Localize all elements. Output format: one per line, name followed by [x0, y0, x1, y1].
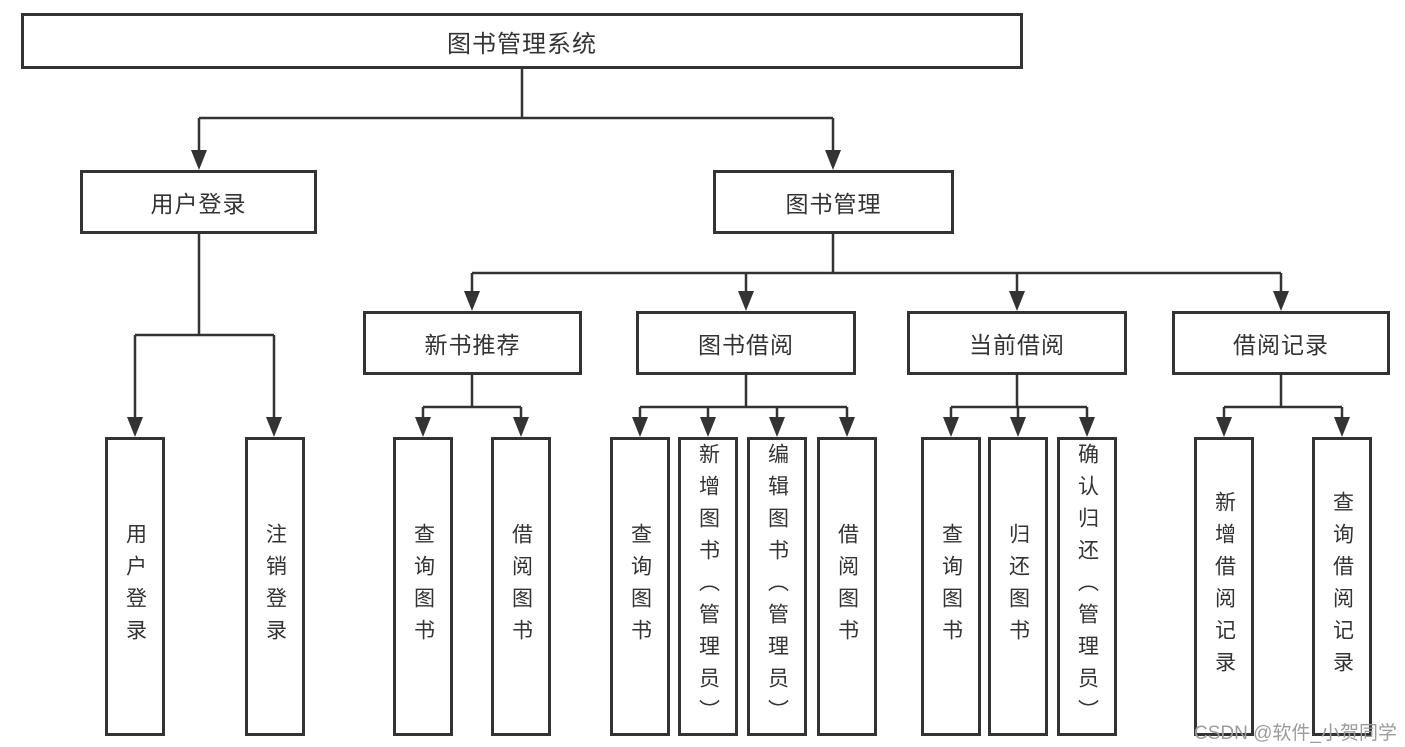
- leaf-current-confirm-admin-label: 确认归还（管理员）: [1075, 442, 1099, 731]
- leaf-borrow-query: 查询图书: [610, 437, 670, 736]
- node-new-book-recommend: 新书推荐: [363, 311, 582, 375]
- leaf-logout: 注销登录: [245, 437, 305, 736]
- node-current-borrow: 当前借阅: [907, 311, 1127, 375]
- node-borrow-records: 借阅记录: [1172, 311, 1390, 375]
- leaf-borrow-edit-admin: 编辑图书（管理员）: [747, 437, 807, 736]
- node-root-label: 图书管理系统: [447, 30, 597, 58]
- node-borrow-records-label: 借阅记录: [1233, 332, 1329, 358]
- leaf-newbook-borrow: 借阅图书: [491, 437, 551, 736]
- csdn-watermark: CSDN @软件_小贺同学: [1194, 723, 1397, 744]
- leaf-newbook-borrow-label: 借阅图书: [509, 522, 533, 651]
- leaf-records-add-label: 新增借阅记录: [1212, 490, 1236, 683]
- leaf-current-query: 查询图书: [921, 437, 981, 736]
- node-user-login: 用户登录: [80, 170, 317, 234]
- leaf-borrow-edit-admin-label: 编辑图书（管理员）: [765, 442, 789, 731]
- leaf-current-return-label: 归还图书: [1006, 522, 1030, 651]
- node-book-management: 图书管理: [713, 170, 954, 234]
- leaf-borrow-query-label: 查询图书: [628, 522, 652, 651]
- node-root: 图书管理系统: [21, 13, 1023, 69]
- node-new-book-recommend-label: 新书推荐: [424, 332, 521, 358]
- leaf-borrow-add-admin-label: 新增图书（管理员）: [696, 442, 720, 731]
- node-book-borrow: 图书借阅: [636, 311, 856, 375]
- leaf-borrow-book-label: 借阅图书: [835, 522, 859, 651]
- leaf-current-confirm-admin: 确认归还（管理员）: [1057, 437, 1117, 736]
- arrowheads: [127, 150, 1350, 437]
- node-current-borrow-label: 当前借阅: [969, 332, 1065, 358]
- leaf-records-add: 新增借阅记录: [1194, 437, 1254, 736]
- leaf-borrow-book: 借阅图书: [817, 437, 877, 736]
- leaf-newbook-query-label: 查询图书: [411, 522, 435, 651]
- node-book-management-label: 图书管理: [785, 191, 882, 217]
- leaf-newbook-query: 查询图书: [393, 437, 453, 736]
- node-user-login-label: 用户登录: [150, 191, 247, 217]
- leaf-logout-label: 注销登录: [263, 522, 287, 651]
- leaf-borrow-add-admin: 新增图书（管理员）: [678, 437, 738, 736]
- node-book-borrow-label: 图书借阅: [698, 332, 794, 358]
- leaf-records-query: 查询借阅记录: [1312, 437, 1372, 736]
- leaf-records-query-label: 查询借阅记录: [1330, 490, 1354, 683]
- leaf-current-return: 归还图书: [988, 437, 1048, 736]
- leaf-user-login: 用户登录: [105, 437, 165, 736]
- leaf-current-query-label: 查询图书: [939, 522, 963, 651]
- leaf-user-login-label: 用户登录: [123, 522, 147, 651]
